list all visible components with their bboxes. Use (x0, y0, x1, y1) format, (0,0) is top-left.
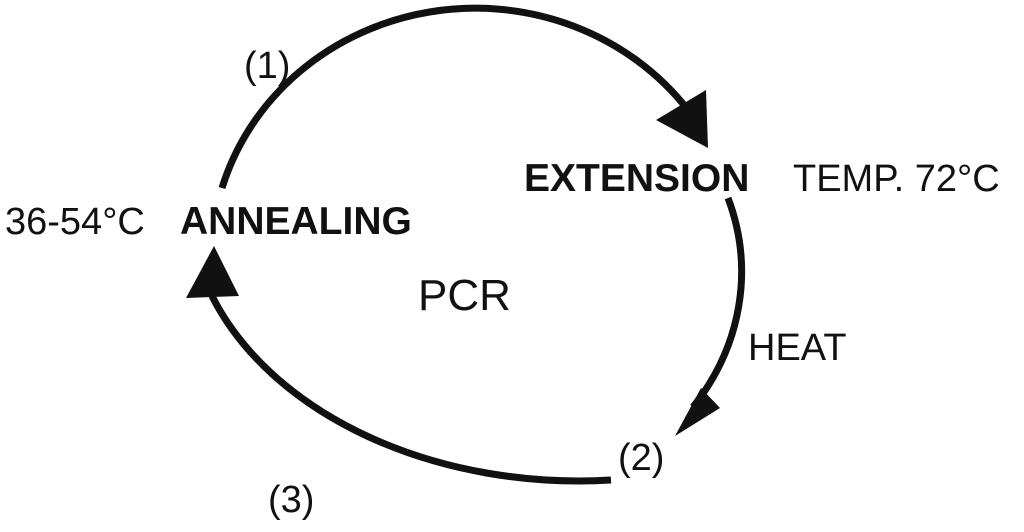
annealing-temperature: 36-54°C (5, 201, 145, 243)
extension-label: EXTENSION (524, 157, 749, 200)
arrowhead-heat (675, 388, 720, 436)
arrowhead-to-extension (656, 90, 708, 148)
annealing-label: ANNEALING (180, 200, 412, 243)
cycle-arc-annealing-to-extension (218, 4, 691, 190)
step-marker-3: (3) (268, 479, 314, 521)
cycle-arc-to-annealing (208, 294, 612, 485)
step-marker-2: (2) (618, 437, 664, 479)
heat-label: HEAT (748, 327, 847, 369)
step-marker-1: (1) (244, 45, 290, 87)
pcr-center-label: PCR (418, 271, 511, 320)
arrowhead-to-annealing (186, 246, 239, 298)
cycle-arc-extension-to-heat (690, 196, 746, 410)
extension-temperature: TEMP. 72°C (793, 158, 1000, 200)
